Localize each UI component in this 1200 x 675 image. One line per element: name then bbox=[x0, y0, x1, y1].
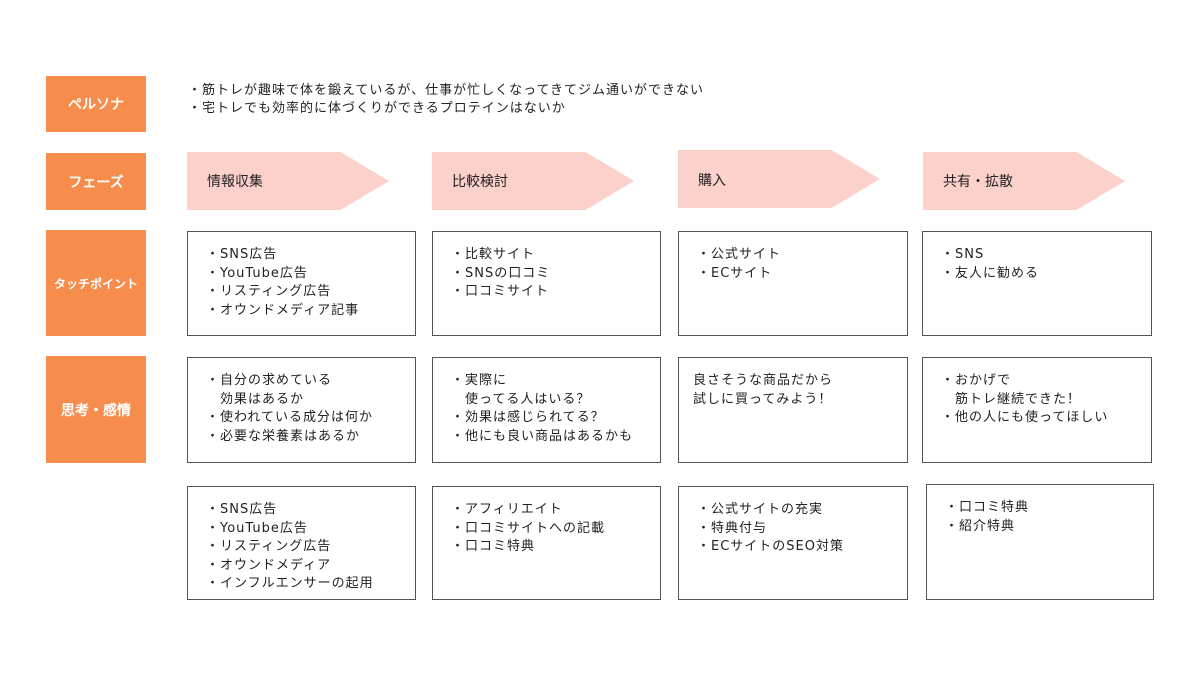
thought-box: ・実際に 使ってる人はいる？ ・効果は感じられてる？ ・他にも良い商品はあるかも bbox=[432, 357, 661, 463]
phase-arrow: 情報収集 bbox=[187, 152, 389, 210]
persona-label: ペルソナ bbox=[46, 76, 146, 132]
phase-arrow: 比較検討 bbox=[432, 152, 634, 210]
thought-box: ・自分の求めている 効果はあるか ・使われている成分は何か ・必要な栄養素はある… bbox=[187, 357, 416, 463]
thought-box: 良さそうな商品だから 試しに買ってみよう！ bbox=[678, 357, 908, 463]
measure-box: ・アフィリエイト ・口コミサイトへの記載 ・口コミ特典 bbox=[432, 486, 661, 600]
touchpoint-box: ・SNS広告 ・YouTube広告 ・リスティング広告 ・オウンドメディア記事 bbox=[187, 231, 416, 336]
touchpoint-label: タッチポイント bbox=[46, 230, 146, 336]
persona-line: ・筋トレが趣味で体を鍛えているが、仕事が忙しくなってきてジム通いができない bbox=[188, 83, 705, 98]
phase-arrow: 共有・拡散 bbox=[923, 152, 1125, 210]
measure-box: ・SNS広告 ・YouTube広告 ・リスティング広告 ・オウンドメディア ・イ… bbox=[187, 486, 416, 600]
persona-text: ・筋トレが趣味で体を鍛えているが、仕事が忙しくなってきてジム通いができない ・宅… bbox=[188, 82, 704, 118]
measure-box: ・口コミ特典 ・紹介特典 bbox=[926, 484, 1154, 600]
touchpoint-box: ・比較サイト ・SNSの口コミ ・口コミサイト bbox=[432, 231, 661, 336]
measure-box: ・公式サイトの充実 ・特典付与 ・ECサイトのSEO対策 bbox=[678, 486, 908, 600]
touchpoint-box: ・公式サイト ・ECサイト bbox=[678, 231, 908, 336]
phase-arrow: 購入 bbox=[678, 150, 880, 208]
phase-label: フェーズ bbox=[46, 153, 146, 210]
touchpoint-box: ・SNS ・友人に勧める bbox=[922, 231, 1152, 336]
persona-line: ・宅トレでも効率的に体づくりができるプロテインはないか bbox=[188, 101, 566, 116]
thought-label: 思考・感情 bbox=[46, 356, 146, 463]
thought-box: ・おかげで 筋トレ継続できた！ ・他の人にも使ってほしい bbox=[922, 357, 1152, 463]
